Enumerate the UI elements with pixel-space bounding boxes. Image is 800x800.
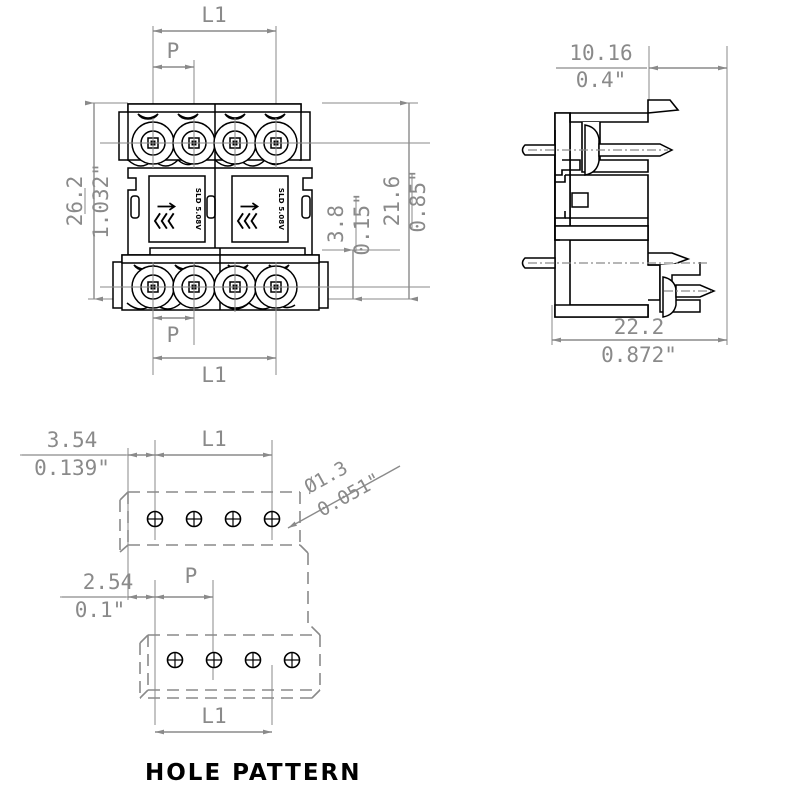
hole — [185, 510, 203, 528]
dim-side-top-mm-label: 10.16 — [569, 41, 632, 65]
body-marking-left: SLD 5.08V — [194, 188, 202, 231]
dim-front-top-l1-label: L1 — [201, 3, 226, 27]
front-middle-body — [127, 167, 313, 256]
hole — [224, 510, 242, 528]
hole — [166, 651, 184, 669]
dim-front-right-38: 3.8 0.15" — [324, 192, 374, 302]
brand-logo-left — [153, 202, 177, 230]
hole — [244, 651, 262, 669]
dim-front-left-mm-label: 26.2 — [63, 176, 87, 227]
dim-front-top-p-label: P — [167, 39, 180, 63]
dim-front-left-262: 26.2 1.032" — [63, 100, 113, 302]
dim-front-right-large-mm-label: 21.6 — [380, 176, 404, 227]
dim-side-top-1016: 10.16 0.4" — [556, 41, 727, 92]
hole-outline-upper — [119, 491, 309, 600]
dim-side-bottom-mm-label: 22.2 — [614, 315, 665, 339]
dim-front-right-small-in-label: 0.15" — [350, 192, 374, 255]
dim-hole-left-mm-label: 3.54 — [47, 428, 98, 452]
dim-hole-p: P — [155, 564, 213, 600]
dim-hole-top-l1-label: L1 — [201, 427, 226, 451]
dim-front-right-216: 21.6 0.85" — [380, 100, 430, 302]
dim-hole-low-left-mm-label: 2.54 — [83, 570, 134, 594]
dim-hole-low-p-label: P — [185, 564, 198, 588]
front-centerlines — [100, 118, 430, 312]
dim-side-bottom-222: 22.2 0.872" — [552, 315, 727, 367]
hole-pattern-caption: HOLE PATTERN — [145, 760, 362, 786]
front-view: L1 P 26.2 1.032" 3.8 0.15" 21.6 0.85" — [63, 3, 430, 387]
label-plate-right — [231, 175, 289, 243]
dim-hole-left-in-label: 0.139" — [34, 456, 110, 480]
dim-front-bottom-p-label: P — [167, 323, 180, 347]
dim-front-right-small-mm-label: 3.8 — [324, 205, 348, 243]
dim-hole-low-left-in-label: 0.1" — [75, 598, 126, 622]
hole — [263, 510, 281, 528]
dim-hole-254: 2.54 0.1" — [62, 570, 155, 622]
hole — [283, 651, 301, 669]
dim-hole-bottom-l1: L1 — [155, 704, 272, 735]
dim-side-bottom-in-label: 0.872" — [601, 343, 677, 367]
label-plate-left — [148, 175, 206, 243]
dim-front-bottom-l1: L1 — [153, 355, 276, 387]
hole — [146, 510, 164, 528]
dim-side-top-in-label: 0.4" — [576, 68, 627, 92]
dim-front-bottom-l1-label: L1 — [201, 363, 226, 387]
dim-front-left-in-label: 1.032" — [89, 163, 113, 239]
front-body-markings: SLD 5.08V SLD 5.08V — [153, 188, 285, 231]
brand-logo-right — [236, 202, 260, 230]
side-window — [571, 192, 589, 208]
hole-row-lower — [166, 651, 301, 669]
dim-front-right-large-in-label: 0.85" — [406, 169, 430, 232]
dim-hole-top-l1: L1 — [155, 427, 272, 458]
dim-hole-bottom-l1-label: L1 — [201, 704, 226, 728]
dim-front-bottom-p: P — [153, 315, 194, 347]
hole-row-upper — [146, 510, 281, 528]
side-view: 10.16 0.4" 22.2 0.872" — [521, 41, 728, 367]
dim-front-top-p: P — [153, 39, 194, 70]
hole-outline-lower — [139, 600, 321, 699]
side-pin-centerlines — [528, 149, 712, 292]
hole-pattern-view: 3.54 0.139" L1 Ø1.3 0.051" 2.54 0.1" P — [20, 427, 401, 786]
dim-front-top-l1: L1 — [153, 3, 276, 34]
dim-hole-354: 3.54 0.139" — [22, 428, 155, 480]
hole — [205, 651, 223, 669]
body-marking-right: SLD 5.08V — [277, 188, 285, 231]
